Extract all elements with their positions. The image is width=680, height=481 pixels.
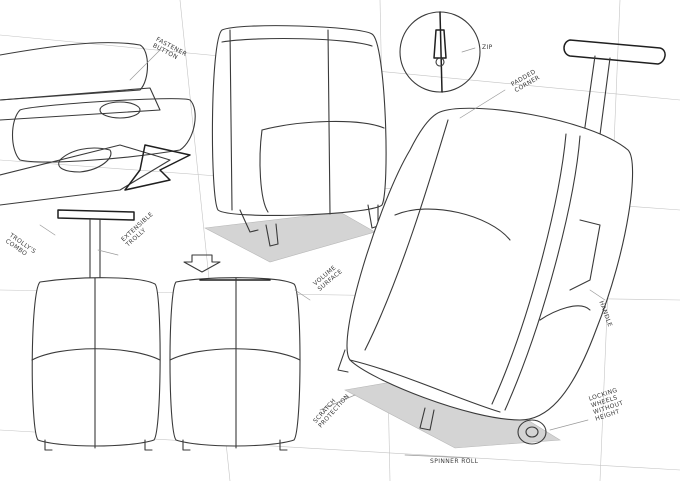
annotation-leader-lines <box>39 47 606 459</box>
front-view-suitcase-retracted <box>169 254 301 451</box>
label-ground: SPINNER ROLL <box>430 458 479 465</box>
tilted-suitcase-sketch <box>337 39 666 449</box>
upright-suitcase-sketch <box>204 25 387 263</box>
label-zip: ZIP <box>482 44 493 51</box>
zip-detail-circle <box>399 11 481 93</box>
front-view-suitcase-extended <box>31 209 161 451</box>
fastener-detail-sketch <box>0 42 196 206</box>
